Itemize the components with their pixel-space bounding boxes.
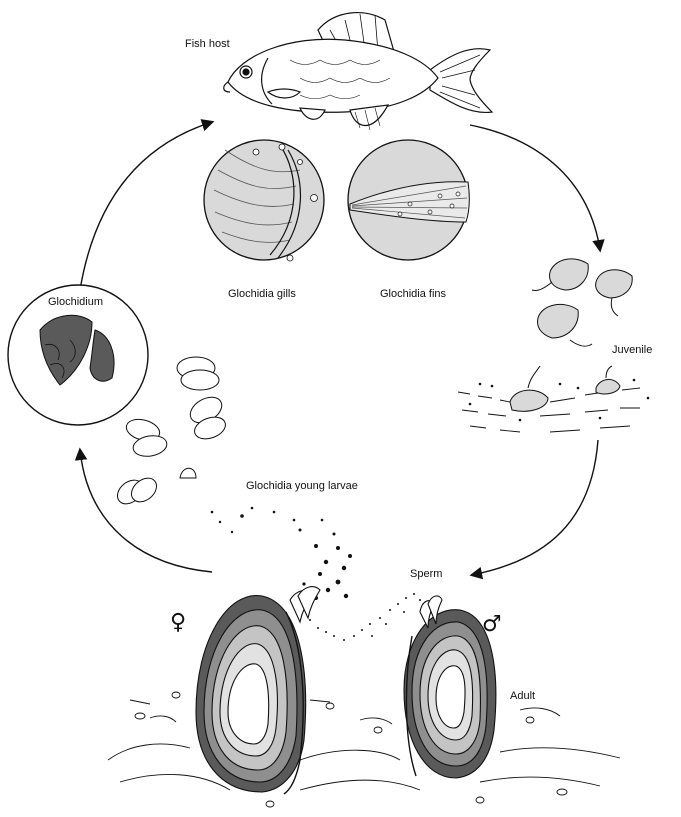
fins-inset — [348, 140, 469, 260]
label-adult: Adult — [510, 690, 535, 702]
juveniles — [510, 259, 632, 411]
label-young-larvae: Glochidia young larvae — [246, 480, 358, 492]
sperm-dots — [309, 593, 421, 641]
fish-illustration — [224, 13, 492, 130]
arrow-juvenile-to-adult — [472, 440, 598, 575]
juvenile-sediment — [458, 388, 640, 432]
female-mussel — [196, 587, 320, 794]
arrow-glochidium-to-fish — [80, 122, 212, 290]
arrow-fish-to-juvenile — [470, 125, 600, 250]
substrate — [108, 700, 620, 790]
label-glochidia-fins: Glochidia fins — [380, 288, 446, 300]
female-symbol: ♀ — [170, 612, 186, 634]
larvae-dots — [211, 507, 352, 600]
label-fish-host: Fish host — [185, 38, 230, 50]
label-sperm: Sperm — [410, 568, 442, 580]
label-glochidia-gills: Glochidia gills — [228, 288, 296, 300]
male-symbol: ♂ — [482, 614, 502, 636]
gills-inset — [204, 140, 324, 261]
label-juvenile: Juvenile — [612, 344, 652, 356]
label-glochidium: Glochidium — [48, 296, 103, 308]
arrow-larvae-to-glochidium — [80, 450, 212, 572]
